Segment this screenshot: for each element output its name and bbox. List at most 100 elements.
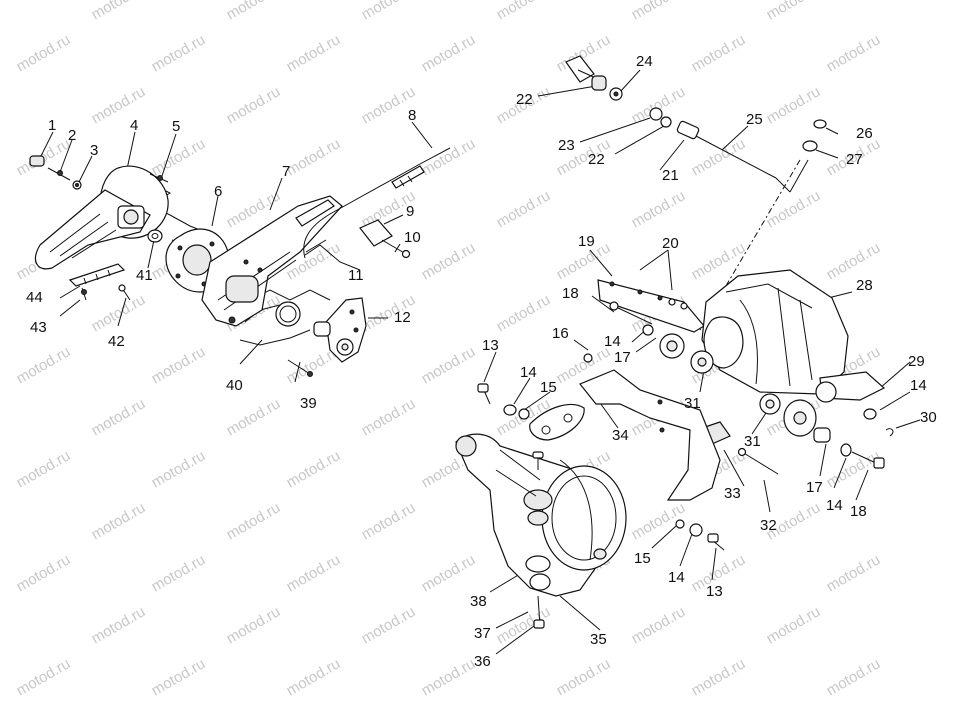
callout-10: 10 [404,229,421,246]
part-15-washer-left [518,408,530,420]
callout-29: 29 [908,353,925,370]
part-28-housing [701,269,886,401]
part-17-bushing-upper-bore [666,340,678,352]
callout-15-lower: 15 [634,550,651,567]
part-31-bushing-upper-bore [697,357,707,367]
watermark-text: motod.ru [14,31,74,75]
part-39-screw [287,359,311,375]
callout-32: 32 [760,517,777,534]
callout-11: 11 [348,267,364,284]
callout-23: 23 [558,137,575,154]
callout-4: 4 [130,117,138,134]
part-22-bushing-top [591,75,607,91]
watermark-text: motod.ru [359,395,419,439]
part-31-bushing-lower-bore [765,399,775,409]
watermark-text: motod.ru [764,603,824,647]
watermark-text: motod.ru [689,135,749,179]
watermark-text: motod.ru [419,655,479,699]
part-18-bolt-lower-head [873,457,885,469]
watermark-text: motod.ru [494,187,554,231]
watermark-text: motod.ru [359,0,419,23]
watermark-text: motod.ru [764,83,824,127]
watermark-text: motod.ru [89,395,149,439]
watermark-text: motod.ru [494,291,554,335]
watermark-text: motod.ru [629,83,689,127]
watermark-text: motod.ru [149,655,209,699]
callout-layer: 1 2 3 4 5 6 7 8 9 10 11 12 39 40 41 42 4… [26,53,937,670]
watermark-text: motod.ru [284,135,344,179]
part-29-arm-bore [793,411,807,425]
watermark-text: motod.ru [284,447,344,491]
callout-41: 41 [136,267,153,284]
part-11-pin [305,239,327,253]
watermark-text: motod.ru [494,0,554,23]
watermark-text: motod.ru [689,655,749,699]
callout-14-right: 14 [910,377,927,394]
part-18-bolt-head [609,301,619,311]
part-41-washer [147,229,163,243]
watermark-text: motod.ru [554,655,614,699]
callout-7: 7 [282,163,290,180]
watermark-text: motod.ru [824,447,884,491]
callout-2: 2 [68,127,76,144]
watermark-text: motod.ru [629,187,689,231]
watermark-text: motod.ru [14,343,74,387]
part-42-screw-head [118,284,126,292]
callout-43: 43 [30,319,47,336]
watermark-text: motod.ru [629,603,689,647]
callout-37: 37 [474,625,491,642]
part-17-bushing-lower [813,427,831,443]
part-4-throttle-housing [35,165,169,270]
watermark-text: motod.ru [629,0,689,23]
part-12-pivot-arm [313,297,367,363]
watermark-text: motod.ru [824,239,884,283]
callout-8: 8 [408,107,416,124]
callout-20: 20 [662,235,679,252]
callout-13-lower: 13 [706,583,723,600]
part-3-nut-hole [75,183,79,187]
watermark-text: motod.ru [224,499,284,543]
part-39-screw-head [307,371,313,377]
watermark-text: motod.ru [14,551,74,595]
watermark-text: motod.ru [359,499,419,543]
part-44-clip [68,263,126,287]
callout-44: 44 [26,289,43,306]
watermark-text: motod.ru [89,0,149,23]
watermark-text: motod.ru [149,343,209,387]
part-2-screw-head [57,170,63,176]
watermark-text: motod.ru [284,655,344,699]
callout-14-left: 14 [520,364,537,381]
callout-40: 40 [226,377,243,394]
part-23-washer [649,107,663,121]
callout-18-lower: 18 [850,503,867,520]
callout-33: 33 [724,485,741,502]
part-24-washer-hole [613,91,619,97]
callout-19: 19 [578,233,595,250]
part-29-arm-end [815,381,837,403]
watermark-text: motod.ru [149,551,209,595]
callout-24: 24 [636,53,653,70]
part-18-bolt [613,305,653,325]
watermark-text: motod.ru [764,0,824,23]
callout-28: 28 [856,277,873,294]
part-41-washer-hole [151,233,159,239]
watermark-text: motod.ru [764,187,824,231]
part-14-washer-lower [840,443,852,457]
watermark-text: motod.ru [824,655,884,699]
part-1-plug [29,155,45,167]
part-35-cover [455,433,627,597]
callout-39: 39 [300,395,317,412]
callout-42: 42 [108,333,125,350]
part-10-screw-head [401,249,411,259]
part-9-plate [359,219,393,247]
watermark-text: motod.ru [89,83,149,127]
callout-26: 26 [856,125,873,142]
right-assembly [455,55,921,655]
watermark-text: motod.ru [824,31,884,75]
watermark-text: motod.ru [284,551,344,595]
part-37-bolt-head [533,619,545,629]
callout-14-lower: 14 [826,497,843,514]
callout-36: 36 [474,653,491,670]
callout-17-upper: 17 [614,349,631,366]
callout-22-top: 22 [516,91,533,108]
